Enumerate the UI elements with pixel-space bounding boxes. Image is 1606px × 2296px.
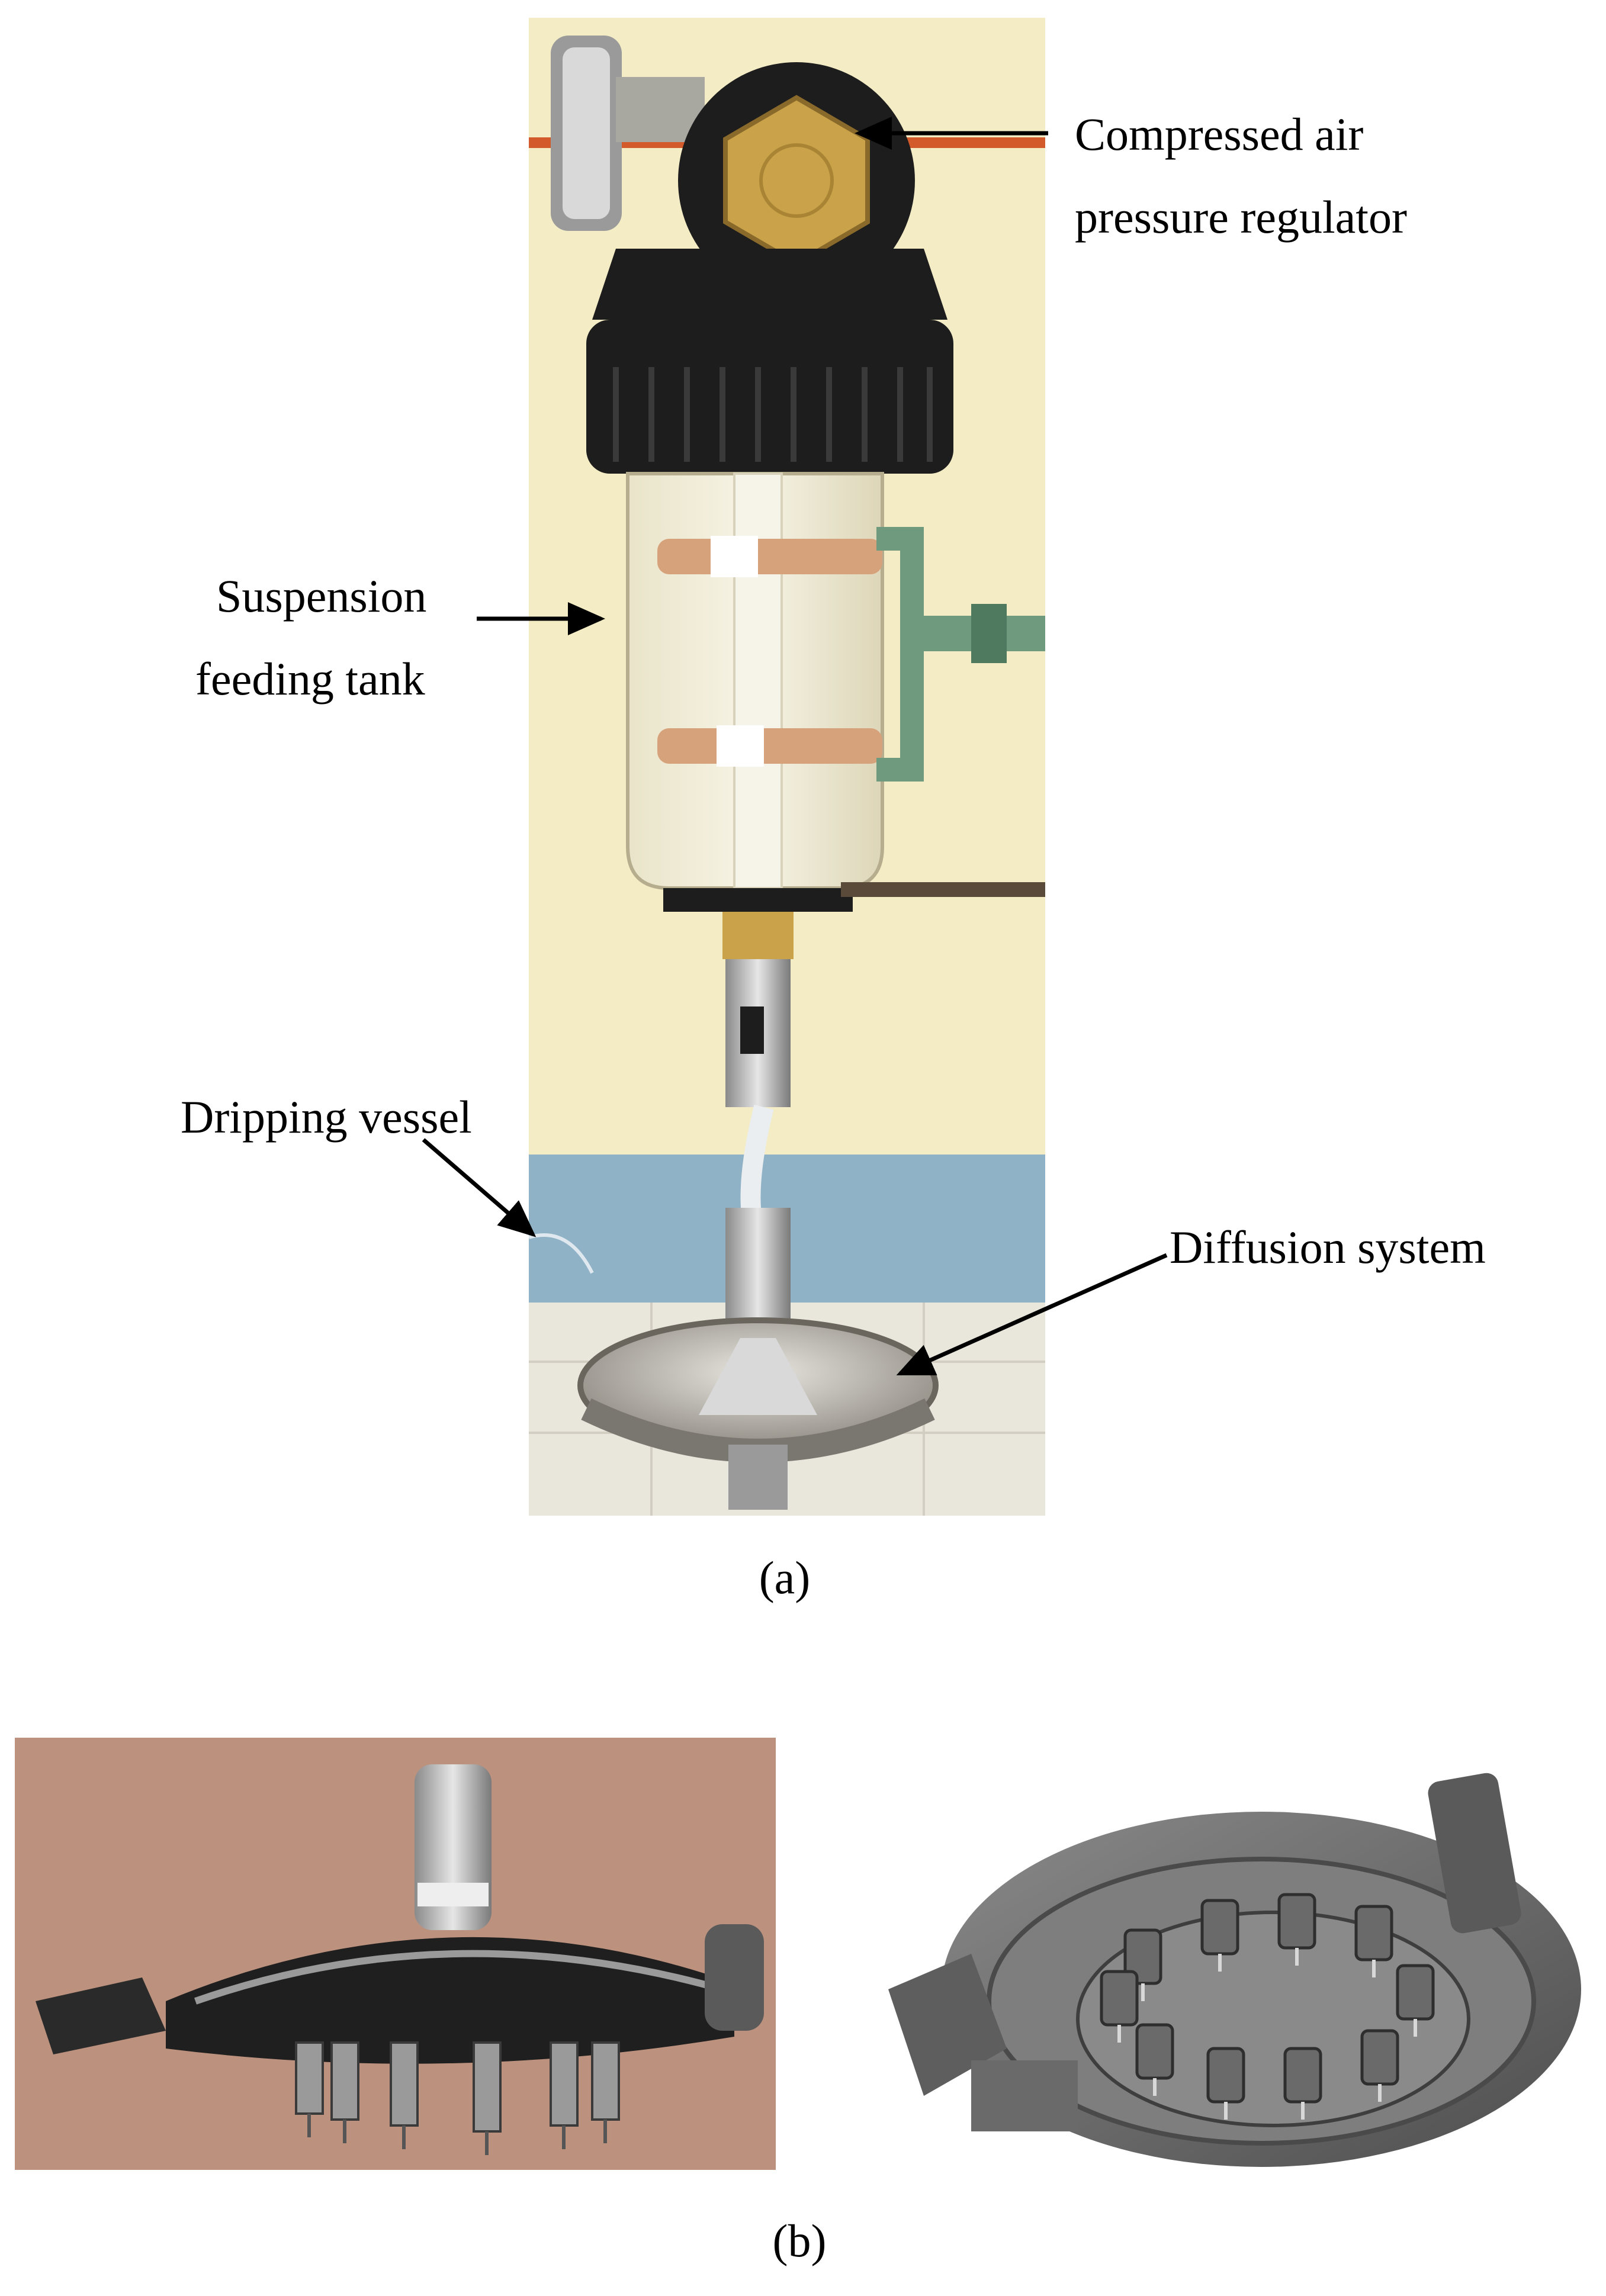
dripping-vessel-edge	[528, 1233, 594, 1274]
green-valve	[971, 604, 1007, 663]
label-dripping-vessel: Dripping vessel	[181, 1091, 472, 1143]
tape-band-lower	[657, 728, 882, 764]
brass-fitting	[722, 912, 794, 959]
label-tank-line2: feeding tank	[195, 653, 425, 705]
regulator-body	[592, 249, 947, 320]
tape-white-upper	[711, 536, 758, 577]
tank-base-ring	[663, 888, 853, 912]
cad-nozzles	[1100, 1893, 1435, 2104]
caption-a: (a)	[759, 1552, 811, 1603]
arrow-diffusion	[896, 1253, 1168, 1376]
cad-clamp-block	[971, 2060, 1078, 2131]
support-rod	[841, 882, 1045, 897]
inlet-fitting	[725, 1208, 791, 1338]
pressure-gauge	[551, 36, 705, 231]
label-regulator-line2: pressure regulator	[1075, 191, 1407, 243]
nozzle-tips-b	[307, 2114, 607, 2155]
label-regulator-line1: Compressed air	[1075, 108, 1364, 160]
label-diffusion-system: Diffusion system	[1170, 1221, 1486, 1273]
photo-b-left	[15, 1738, 776, 2170]
green-bracket	[876, 527, 924, 782]
hinge-b	[705, 1924, 764, 2031]
diffusion-cone	[699, 1338, 817, 1415]
cad-render-b	[888, 1773, 1581, 2167]
caption-b: (b)	[772, 2215, 827, 2266]
cap-ribs	[613, 367, 933, 462]
tape-white-lower	[717, 725, 764, 767]
cad-nozzle-tips	[1117, 1948, 1417, 2120]
valve-window	[740, 1006, 764, 1054]
arrow-vessel	[422, 1138, 537, 1237]
clamp-hinge	[728, 1445, 788, 1510]
cad-hinge	[1428, 1773, 1521, 1934]
photo-a	[528, 18, 1045, 1516]
clamp-handle	[36, 1977, 166, 2054]
tape-band-upper	[657, 539, 882, 574]
label-tank-line1: Suspension	[216, 570, 427, 622]
annotation-arrows	[422, 117, 1168, 1376]
